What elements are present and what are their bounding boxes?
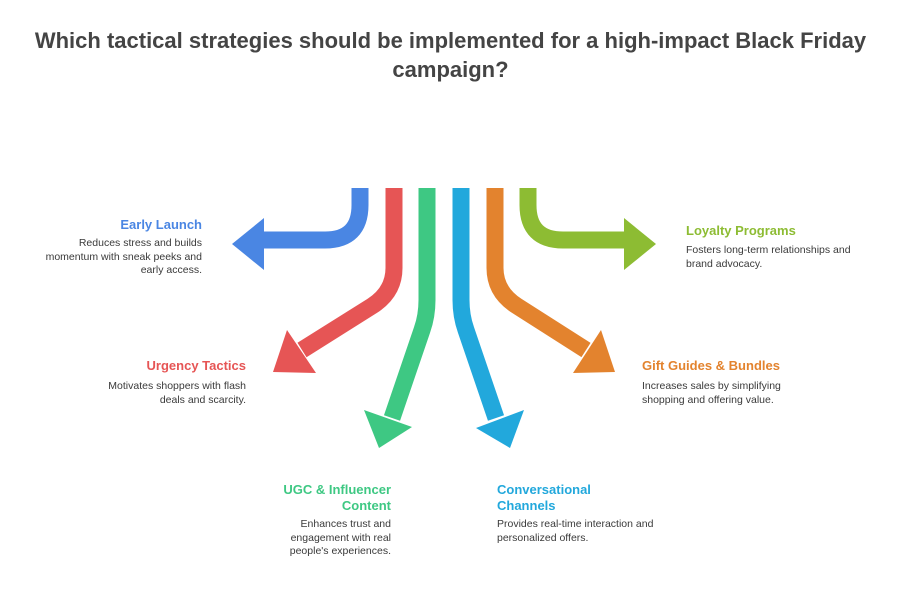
gift-guides-label: Gift Guides & Bundles — [642, 358, 780, 373]
ugc-arrow — [364, 188, 436, 448]
loyalty-programs-arrow — [519, 188, 656, 270]
urgency-tactics-arrow — [273, 188, 403, 373]
conversational-label: Conversational Channels — [497, 482, 591, 513]
conversational-arrow — [452, 188, 524, 448]
early-launch-description: Reduces stress and builds momentum with … — [45, 237, 202, 276]
urgency-tactics-label: Urgency Tactics — [146, 358, 246, 373]
ugc-label: UGC & Influencer Content — [283, 482, 391, 513]
conversational-description: Provides real-time interaction and perso… — [497, 518, 654, 544]
urgency-tactics-description: Motivates shoppers with flash deals and … — [108, 380, 246, 406]
ugc-description: Enhances trust and engagement with real … — [289, 518, 391, 557]
gift-guides-arrow — [486, 188, 615, 373]
diagram-title: Which tactical strategies should be impl… — [34, 28, 867, 82]
loyalty-programs-label: Loyalty Programs — [686, 223, 796, 238]
early-launch-label: Early Launch — [120, 217, 202, 232]
early-launch-arrow — [232, 188, 369, 270]
gift-guides-description: Increases sales by simplifying shopping … — [642, 380, 781, 406]
loyalty-programs-description: Fosters long-term relationships and bran… — [686, 244, 851, 270]
